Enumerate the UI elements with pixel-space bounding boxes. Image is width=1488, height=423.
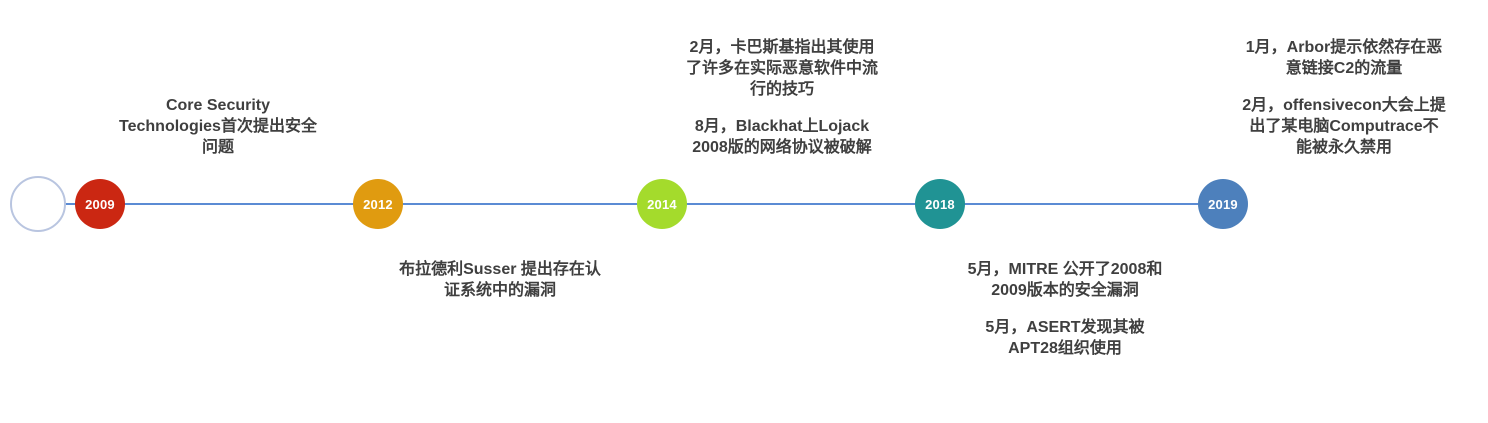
milestone-year-label: 2009 xyxy=(85,196,115,212)
milestone-node-2009: 2009 xyxy=(75,179,125,229)
note-line: 行的技巧 xyxy=(749,81,814,98)
note-line: 2月，卡巴斯基指出其使用 xyxy=(689,39,875,56)
note-line: Core Security xyxy=(165,97,271,114)
note-line: 了许多在实际恶意软件中流 xyxy=(685,60,878,77)
note-line: 8月，Blackhat上Lojack xyxy=(694,118,870,135)
milestone-note-2012: 布拉德利Susser 提出存在认 证系统中的漏洞 xyxy=(380,259,620,301)
timeline-start-node xyxy=(10,176,66,232)
note-paragraph: 2月，offensivecon大会上提 出了某电脑Computrace不 能被永… xyxy=(1219,95,1469,158)
note-line: 2009版本的安全漏洞 xyxy=(991,282,1139,299)
note-paragraph: 5月，MITRE 公开了2008和 2009版本的安全漏洞 xyxy=(935,259,1195,301)
milestone-node-2012: 2012 xyxy=(353,179,403,229)
note-line: 证系统中的漏洞 xyxy=(443,282,556,299)
milestone-note-2009: Core Security Technologies首次提出安全 问题 xyxy=(98,95,338,158)
note-line: 出了某电脑Computrace不 xyxy=(1249,118,1439,135)
milestone-node-2019: 2019 xyxy=(1198,179,1248,229)
milestone-year-label: 2012 xyxy=(363,196,393,212)
note-line: 问题 xyxy=(201,139,234,156)
note-line: 能被永久禁用 xyxy=(1295,139,1392,156)
note-paragraph: 5月，ASERT发现其被 APT28组织使用 xyxy=(935,317,1195,359)
note-line: 1月，Arbor提示依然存在恶 xyxy=(1245,39,1443,56)
milestone-node-2018: 2018 xyxy=(915,179,965,229)
note-line: 2008版的网络协议被破解 xyxy=(692,139,872,156)
note-paragraph: 2月，卡巴斯基指出其使用 了许多在实际恶意软件中流 行的技巧 xyxy=(662,37,902,100)
note-paragraph: 布拉德利Susser 提出存在认 证系统中的漏洞 xyxy=(380,259,620,301)
milestone-year-label: 2019 xyxy=(1208,196,1238,212)
note-paragraph: Core Security Technologies首次提出安全 问题 xyxy=(98,95,338,158)
note-line: 5月，MITRE 公开了2008和 xyxy=(967,261,1163,278)
note-paragraph: 8月，Blackhat上Lojack 2008版的网络协议被破解 xyxy=(662,116,902,158)
milestone-note-2018: 5月，MITRE 公开了2008和 2009版本的安全漏洞 5月，ASERT发现… xyxy=(935,259,1195,359)
note-line: Technologies首次提出安全 xyxy=(119,118,317,135)
milestone-note-2014: 2月，卡巴斯基指出其使用 了许多在实际恶意软件中流 行的技巧 8月，Blackh… xyxy=(662,37,902,158)
note-line: APT28组织使用 xyxy=(1008,340,1122,357)
milestone-note-2019: 1月，Arbor提示依然存在恶 意链接C2的流量 2月，offensivecon… xyxy=(1219,37,1469,158)
milestone-year-label: 2018 xyxy=(925,196,955,212)
note-line: 意链接C2的流量 xyxy=(1285,60,1403,77)
milestone-year-label: 2014 xyxy=(647,196,677,212)
note-line: 布拉德利Susser 提出存在认 xyxy=(399,261,601,278)
note-line: 5月，ASERT发现其被 xyxy=(985,319,1145,336)
milestone-node-2014: 2014 xyxy=(637,179,687,229)
note-line: 2月，offensivecon大会上提 xyxy=(1242,97,1446,114)
note-paragraph: 1月，Arbor提示依然存在恶 意链接C2的流量 xyxy=(1219,37,1469,79)
